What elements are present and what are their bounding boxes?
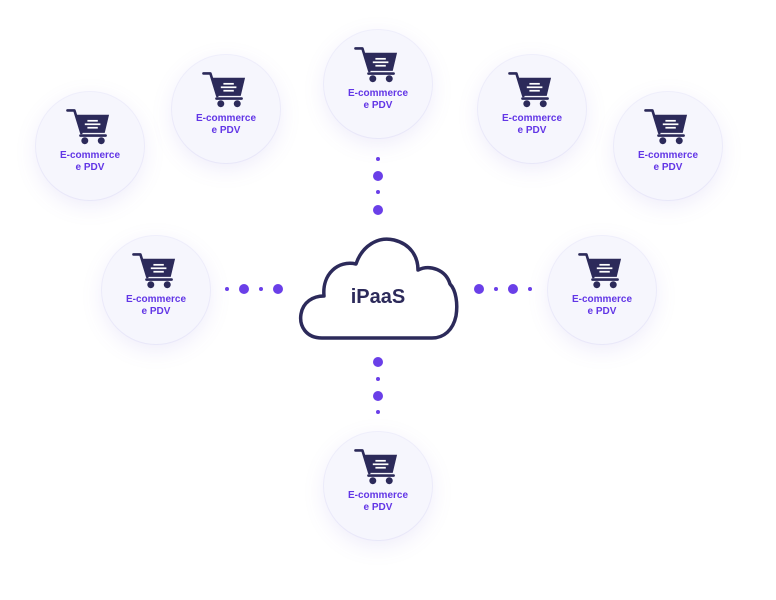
ecommerce-node-8: E-commerce e PDV (324, 432, 432, 540)
node-label-line2: e PDV (75, 162, 105, 173)
node-label: E-commerce e PDV (196, 113, 256, 137)
ecommerce-node-5: E-commerce e PDV (614, 92, 722, 200)
node-label-line2: e PDV (211, 125, 241, 136)
connector-dot (373, 171, 383, 181)
shopping-cart-icon (130, 250, 182, 290)
connector-dot (528, 287, 532, 291)
node-label-line1: E-commerce (637, 150, 699, 161)
shopping-cart-icon (576, 250, 628, 290)
ecommerce-node-2: E-commerce e PDV (172, 55, 280, 163)
shopping-cart-icon (352, 44, 404, 84)
connector-dot (376, 157, 380, 161)
node-label-line1: E-commerce (501, 113, 563, 124)
node-label: E-commerce e PDV (60, 150, 120, 174)
node-label-line2: e PDV (363, 502, 393, 513)
node-label-line1: E-commerce (195, 113, 257, 124)
node-label-line1: E-commerce (347, 88, 409, 99)
connector-dot (373, 205, 383, 215)
node-label: E-commerce e PDV (502, 113, 562, 137)
shopping-cart-icon (200, 69, 252, 109)
connector-dot (259, 287, 263, 291)
node-label-line2: e PDV (363, 100, 393, 111)
connector-dot (376, 190, 380, 194)
shopping-cart-icon (506, 69, 558, 109)
node-label-line1: E-commerce (571, 294, 633, 305)
ecommerce-node-3: E-commerce e PDV (324, 30, 432, 138)
connector-dot (373, 357, 383, 367)
node-label: E-commerce e PDV (348, 88, 408, 112)
ecommerce-node-1: E-commerce e PDV (36, 92, 144, 200)
connector-dot (376, 377, 380, 381)
ecommerce-node-6: E-commerce e PDV (102, 236, 210, 344)
connector-dot (373, 391, 383, 401)
connector-dot (494, 287, 498, 291)
connector-dot (376, 410, 380, 414)
node-label-line2: e PDV (653, 162, 683, 173)
connector-dot (474, 284, 484, 294)
ecommerce-node-4: E-commerce e PDV (478, 55, 586, 163)
connector-dot (225, 287, 229, 291)
ipaas-hub: iPaaS (296, 230, 460, 342)
node-label-line2: e PDV (141, 306, 171, 317)
node-label: E-commerce e PDV (638, 150, 698, 174)
node-label-line1: E-commerce (125, 294, 187, 305)
shopping-cart-icon (64, 106, 116, 146)
node-label: E-commerce e PDV (572, 294, 632, 318)
node-label-line1: E-commerce (59, 150, 121, 161)
cloud-icon (298, 237, 459, 340)
shopping-cart-icon (352, 446, 404, 486)
connector-dot (273, 284, 283, 294)
node-label: E-commerce e PDV (348, 490, 408, 514)
node-label-line1: E-commerce (347, 490, 409, 501)
hub-label: iPaaS (350, 286, 406, 308)
ecommerce-node-7: E-commerce e PDV (548, 236, 656, 344)
connector-dot (239, 284, 249, 294)
node-label: E-commerce e PDV (126, 294, 186, 318)
node-label-line2: e PDV (587, 306, 617, 317)
node-label-line2: e PDV (517, 125, 547, 136)
connector-dot (508, 284, 518, 294)
shopping-cart-icon (642, 106, 694, 146)
